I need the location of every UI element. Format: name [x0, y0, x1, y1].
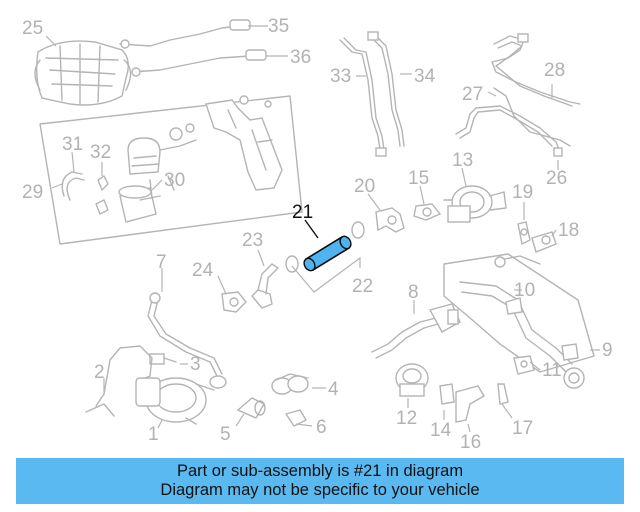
callout-1: 1 — [148, 424, 159, 445]
part-13-drawing — [443, 185, 507, 223]
callout-15: 15 — [408, 168, 429, 189]
callout-11: 11 — [542, 360, 562, 381]
callout-23: 23 — [242, 230, 263, 251]
callout-17: 17 — [512, 418, 533, 439]
valve-cluster-drawing — [127, 123, 197, 199]
callout-25: 25 — [22, 18, 43, 39]
callout-16: 16 — [460, 432, 481, 453]
part-35-drawing — [119, 19, 251, 49]
callout-21: 21 — [292, 202, 313, 223]
callout-7: 7 — [156, 252, 167, 273]
part-7-drawing — [147, 292, 227, 389]
part-23-drawing — [251, 263, 279, 309]
callout-10: 10 — [514, 280, 535, 301]
callout-12: 12 — [396, 408, 417, 429]
part-36-drawing — [131, 49, 267, 77]
part-25-drawing — [34, 40, 132, 106]
callout-29: 29 — [22, 182, 43, 203]
callout-20: 20 — [354, 176, 375, 197]
callout-18: 18 — [558, 220, 579, 241]
callout-31: 31 — [62, 134, 83, 155]
callout-36: 36 — [290, 47, 311, 68]
part-34-drawing — [367, 31, 405, 147]
part-2-drawing — [85, 345, 153, 417]
callout-14: 14 — [430, 420, 452, 441]
bracket-drawing — [205, 95, 283, 191]
part-11-drawing — [513, 343, 579, 375]
part-22-drawing — [285, 221, 365, 273]
callout-28: 28 — [544, 60, 565, 81]
part-16-drawing — [455, 385, 485, 423]
callout-labels: 25 35 36 31 32 29 30 33 34 28 27 26 13 1… — [22, 16, 613, 453]
part-4-drawing — [271, 373, 309, 395]
part-24-drawing — [221, 291, 247, 313]
callout-8: 8 — [408, 282, 419, 303]
part-3-drawing — [149, 353, 177, 365]
callout-26: 26 — [546, 168, 567, 189]
part-27-28-drawing — [491, 33, 581, 147]
callout-30: 30 — [164, 170, 185, 191]
part-15-drawing — [413, 203, 442, 221]
part-6-drawing — [285, 409, 307, 427]
callout-19: 19 — [512, 182, 533, 203]
callout-24: 24 — [192, 260, 214, 281]
part-8-drawing — [371, 303, 461, 359]
part-18-drawing — [531, 231, 557, 253]
part-1-drawing — [135, 377, 215, 425]
callout-5: 5 — [220, 424, 231, 445]
part-20-drawing — [375, 207, 405, 233]
part-32-drawing — [95, 175, 109, 215]
callout-27: 27 — [462, 84, 483, 105]
callout-33: 33 — [330, 66, 351, 87]
part-10-drawing — [505, 297, 523, 315]
callout-35: 35 — [268, 16, 289, 37]
callout-2: 2 — [94, 362, 105, 383]
part-31-drawing — [61, 171, 85, 201]
callout-4: 4 — [328, 379, 339, 400]
callout-34: 34 — [414, 66, 436, 87]
callout-9: 9 — [602, 340, 613, 361]
part-19-drawing — [517, 221, 531, 246]
part-30-drawing — [118, 185, 161, 223]
part-14-drawing — [439, 383, 455, 405]
callout-13: 13 — [452, 150, 473, 171]
part-17-drawing — [497, 383, 509, 405]
exploded-parts-diagram: 25 35 36 31 32 29 30 33 34 28 27 26 13 1… — [22, 16, 613, 453]
part-info-banner: Part or sub-assembly is #21 in diagram D… — [16, 458, 624, 504]
callout-6: 6 — [316, 417, 327, 438]
callout-leaders — [45, 25, 600, 433]
part-33-drawing — [339, 37, 387, 157]
part-9-drawing — [443, 253, 595, 389]
callout-3: 3 — [190, 354, 201, 375]
part-26-drawing — [455, 105, 563, 157]
callout-32: 32 — [90, 142, 111, 163]
diagram-disclaimer-line: Diagram may not be specific to your vehi… — [160, 481, 480, 499]
part-5-drawing — [236, 397, 266, 419]
part-21-hose[interactable] — [302, 234, 353, 272]
callout-22: 22 — [352, 276, 373, 297]
part-info-line: Part or sub-assembly is #21 in diagram — [176, 462, 464, 480]
part-12-drawing — [395, 363, 429, 397]
